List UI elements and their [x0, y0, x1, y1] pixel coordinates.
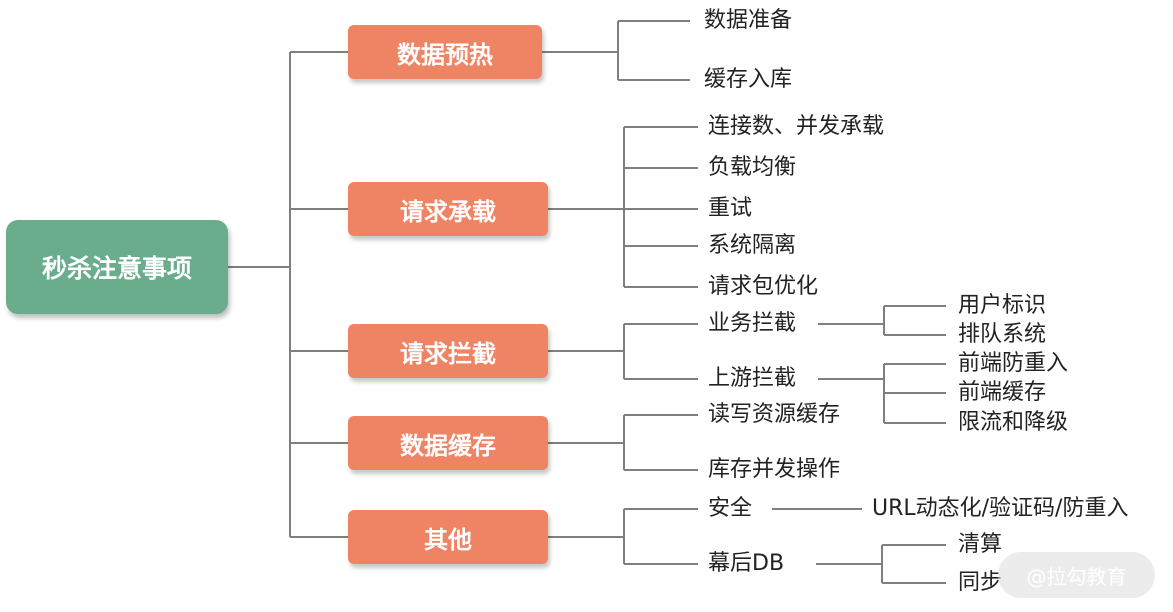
sub-leaf-label: 前端防重入 [958, 351, 1069, 376]
category-node-other: 其他 [348, 510, 548, 564]
leaf-label: 幕后DB [708, 551, 785, 576]
root-node: 秒杀注意事项 [6, 220, 228, 314]
leaf-label: 缓存入库 [704, 67, 793, 92]
leaf-label: 系统隔离 [708, 233, 797, 258]
sub-leaf-label: 同步 [958, 570, 1003, 595]
leaf-label: 上游拦截 [708, 366, 797, 391]
connector-branch-1 [290, 20, 690, 81]
leaf-label: 读写资源缓存 [708, 402, 841, 427]
watermark-text: @拉勾教育 [1026, 564, 1127, 589]
leaf-label: 重试 [708, 196, 753, 221]
connector-sub-shangyou [818, 363, 946, 424]
sub-leaf-label: 前端缓存 [958, 380, 1047, 405]
category-node-data-preheat: 数据预热 [348, 25, 542, 79]
connector-branch-5 [290, 508, 698, 565]
sub-leaf-label: 排队系统 [958, 322, 1047, 347]
leaf-label: 负载均衡 [708, 155, 797, 180]
root-connector [228, 52, 291, 537]
connector-sub-yewu [818, 305, 946, 336]
leaf-label: 数据准备 [704, 8, 793, 33]
leaf-label: 业务拦截 [708, 311, 797, 336]
sub-leaf-label: 限流和降级 [958, 410, 1069, 435]
leaf-label: 请求包优化 [708, 274, 819, 299]
category-node-request-intercept: 请求拦截 [348, 324, 548, 378]
leaf-label: 安全 [708, 496, 753, 521]
connector-sub-db [816, 544, 946, 584]
sub-leaf-label: URL动态化/验证码/防重入 [872, 496, 1129, 521]
watermark-logo: @拉勾教育 [998, 552, 1155, 598]
leaf-label: 连接数、并发承载 [708, 114, 885, 139]
connector-branch-4 [290, 414, 698, 471]
connector-branch-3 [290, 323, 698, 380]
sub-leaf-label: 用户标识 [958, 293, 1047, 318]
category-node-request-load: 请求承载 [348, 182, 548, 236]
connector-branch-2 [290, 126, 698, 288]
leaf-label: 库存并发操作 [708, 457, 841, 482]
category-node-data-cache: 数据缓存 [348, 416, 548, 470]
sub-leaf-label: 清算 [958, 532, 1003, 557]
